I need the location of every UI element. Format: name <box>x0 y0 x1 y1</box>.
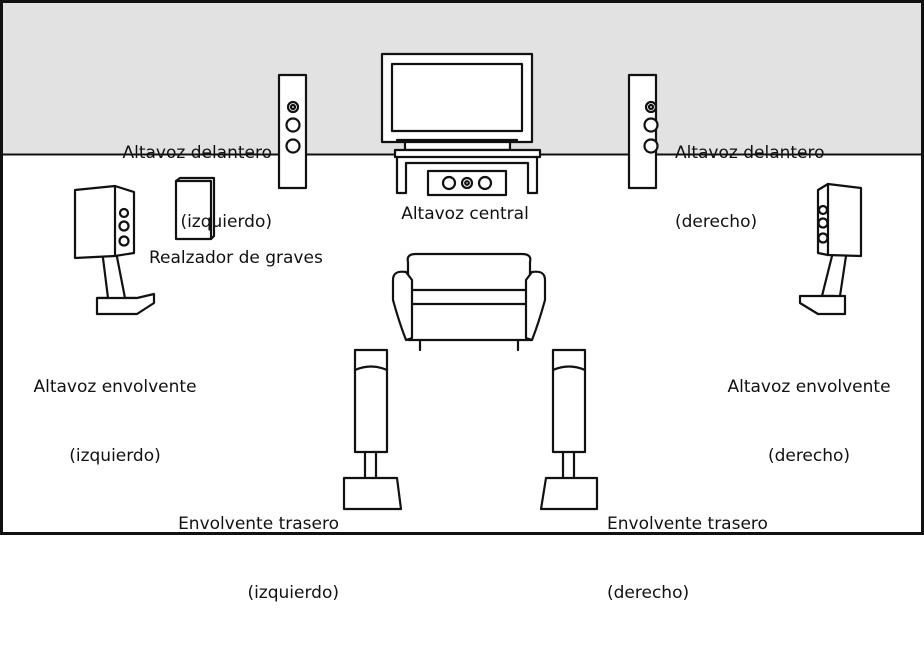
front-left-label-line2: (izquierdo) <box>180 212 272 232</box>
front-right-label: Altavoz delantero (derecho) <box>675 96 825 280</box>
surround-right-label: Altavoz envolvente (derecho) <box>694 330 924 514</box>
rear-right-speaker <box>539 348 599 511</box>
front-right-label-line2: (derecho) <box>675 212 758 232</box>
surround-right-speaker <box>798 182 863 316</box>
rear-left-speaker <box>342 348 403 511</box>
sofa <box>391 252 547 352</box>
front-right-speaker <box>627 73 659 190</box>
center-label: Altavoz central <box>401 204 529 224</box>
front-left-speaker <box>277 73 308 190</box>
rear-left-label-line2: (izquierdo) <box>247 583 339 603</box>
front-right-label-line1: Altavoz delantero <box>675 143 825 163</box>
subwoofer-label: Realzador de graves <box>149 248 323 268</box>
rear-right-label-line1: Envolvente trasero <box>607 514 768 534</box>
surround-right-label-line2: (derecho) <box>767 446 851 466</box>
room-border <box>0 0 924 535</box>
rear-right-label: Envolvente trasero (derecho) <box>607 467 768 651</box>
center-speaker <box>426 169 508 197</box>
surround-left-label-line2: (izquierdo) <box>69 446 161 466</box>
surround-left-label: Altavoz envolvente (izquierdo) <box>0 330 230 514</box>
rear-right-label-line2: (derecho) <box>607 583 690 603</box>
front-left-label: Altavoz delantero (izquierdo) <box>122 96 272 280</box>
tv-stand <box>393 140 542 195</box>
rear-left-label-line1: Envolvente trasero <box>178 514 339 534</box>
television <box>380 52 534 144</box>
surround-left-label-line1: Altavoz envolvente <box>33 377 197 397</box>
surround-left-speaker <box>73 184 156 316</box>
room-drawing <box>0 0 924 535</box>
surround-right-label-line1: Altavoz envolvente <box>727 377 891 397</box>
rear-left-label: Envolvente trasero (izquierdo) <box>178 467 339 651</box>
speaker-layout-diagram: Altavoz delantero (izquierdo) Altavoz de… <box>0 0 924 603</box>
front-left-label-line1: Altavoz delantero <box>122 143 272 163</box>
subwoofer <box>174 176 216 241</box>
